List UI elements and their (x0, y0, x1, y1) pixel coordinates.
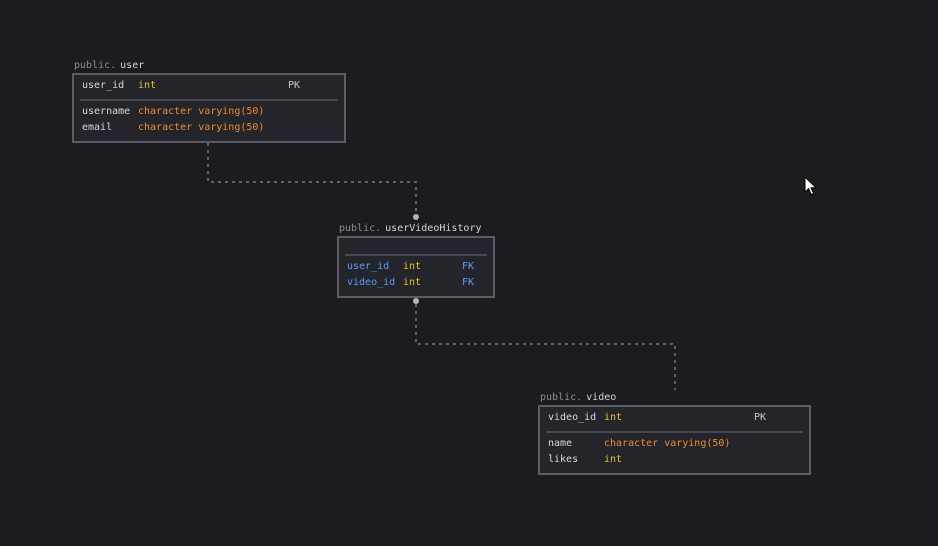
column-type: int (403, 277, 422, 288)
column-type: int (604, 454, 623, 465)
foreign-key-badge: FK (462, 261, 475, 272)
history-top-endpoint (413, 214, 419, 220)
column-type: character varying(50) (138, 106, 265, 117)
video-table[interactable]: video_id int PK name character varying(5… (538, 405, 811, 475)
mouse-pointer-icon (804, 176, 818, 196)
video-table-title: public.video (540, 392, 616, 403)
history-to-video-connector (415, 304, 676, 390)
video-table-schema: public. (540, 392, 583, 403)
video-column-row[interactable]: name character varying(50) (540, 436, 809, 452)
column-type: int (604, 412, 623, 423)
column-name: username (82, 106, 131, 117)
history-bottom-endpoint (413, 298, 419, 304)
user-table-name: user (120, 60, 145, 71)
column-name: name (548, 438, 573, 449)
table-divider (80, 99, 338, 101)
column-name: video_id (548, 412, 597, 423)
column-type: int (138, 80, 157, 91)
primary-key-badge: PK (288, 80, 301, 91)
table-divider (345, 254, 487, 256)
user-table-title: public.user (74, 60, 144, 71)
history-fk-row[interactable]: video_id int FK (339, 275, 493, 291)
video-table-name: video (586, 392, 617, 403)
video-pk-row[interactable]: video_id int PK (540, 410, 809, 426)
user-table[interactable]: user_id int PK username character varyin… (72, 73, 346, 143)
video-column-row[interactable]: likes int (540, 452, 809, 468)
user-table-schema: public. (74, 60, 117, 71)
primary-key-badge: PK (754, 412, 767, 423)
column-type: character varying(50) (138, 122, 265, 133)
column-type: character varying(50) (604, 438, 731, 449)
column-name: email (82, 122, 113, 133)
column-name: user_id (347, 261, 390, 272)
user-column-row[interactable]: username character varying(50) (74, 104, 344, 120)
history-table-schema: public. (339, 223, 382, 234)
user-to-history-connector (207, 143, 417, 214)
table-divider (546, 431, 803, 433)
history-table-name: userVideoHistory (385, 223, 482, 234)
user-column-row[interactable]: email character varying(50) (74, 120, 344, 136)
column-type: int (403, 261, 422, 272)
column-name: video_id (347, 277, 396, 288)
foreign-key-badge: FK (462, 277, 475, 288)
history-fk-row[interactable]: user_id int FK (339, 259, 493, 275)
history-table-title: public.userVideoHistory (339, 223, 481, 234)
column-name: user_id (82, 80, 125, 91)
history-table[interactable]: user_id int FK video_id int FK (337, 236, 495, 298)
user-pk-row[interactable]: user_id int PK (74, 78, 344, 94)
column-name: likes (548, 454, 579, 465)
